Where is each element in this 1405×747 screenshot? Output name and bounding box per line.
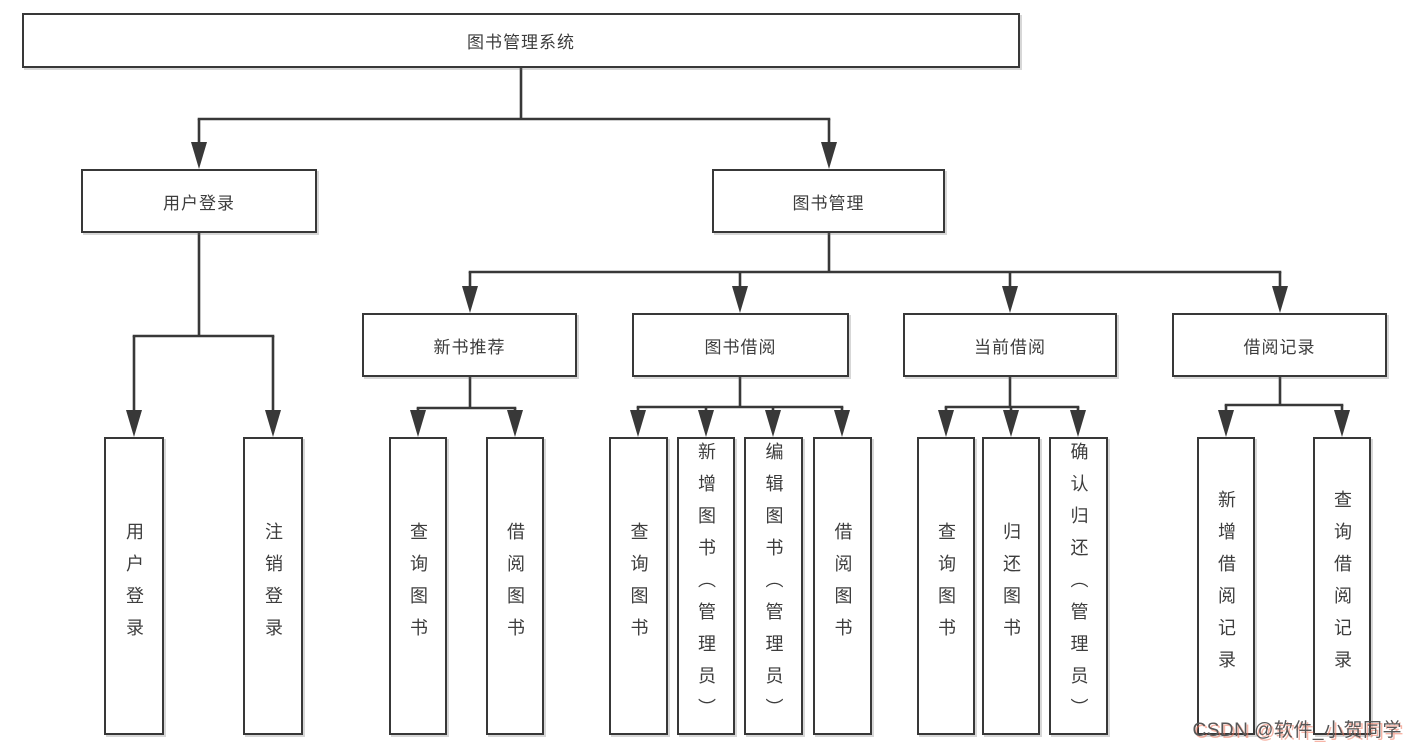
leaf-user-login: 用户登录 xyxy=(104,437,164,735)
leaf-query-book-2: 查询图书 xyxy=(609,437,668,735)
node-new-book-recommend: 新书推荐 xyxy=(362,313,577,377)
node-book-management-label: 图书管理 xyxy=(792,193,865,213)
leaf-add-borrow-record: 新增借阅记录 xyxy=(1197,437,1255,735)
leaf-add-borrow-record-label: 新增借阅记录 xyxy=(1216,490,1236,682)
leaf-edit-book-admin-label: 编辑图书（管理员） xyxy=(763,442,784,730)
leaf-borrow-book-2-label: 借阅图书 xyxy=(832,522,853,650)
leaf-return-book: 归还图书 xyxy=(982,437,1040,735)
leaf-query-book-3-label: 查询图书 xyxy=(936,522,956,650)
node-current-borrow-label: 当前借阅 xyxy=(974,337,1046,357)
leaf-user-login-label: 用户登录 xyxy=(124,522,144,650)
node-root: 图书管理系统 xyxy=(22,13,1020,68)
leaf-confirm-return-admin: 确认归还（管理员） xyxy=(1049,437,1108,735)
node-borrow-record: 借阅记录 xyxy=(1172,313,1387,377)
leaf-logout-label: 注销登录 xyxy=(263,522,283,650)
node-user-login-label: 用户登录 xyxy=(163,193,235,213)
leaf-query-borrow-record-label: 查询借阅记录 xyxy=(1332,490,1352,682)
node-book-borrow-label: 图书借阅 xyxy=(704,337,777,357)
leaf-return-book-label: 归还图书 xyxy=(1001,522,1021,650)
node-book-borrow: 图书借阅 xyxy=(632,313,849,377)
leaf-query-book-2-label: 查询图书 xyxy=(628,522,649,650)
leaf-confirm-return-admin-label: 确认归还（管理员） xyxy=(1068,442,1089,730)
node-root-label: 图书管理系统 xyxy=(467,33,575,52)
leaf-edit-book-admin: 编辑图书（管理员） xyxy=(744,437,803,735)
leaf-query-borrow-record: 查询借阅记录 xyxy=(1313,437,1371,735)
node-borrow-record-label: 借阅记录 xyxy=(1243,337,1316,357)
leaf-borrow-book-2: 借阅图书 xyxy=(813,437,872,735)
csdn-watermark: CSDN @软件_小贺同学 xyxy=(1192,720,1402,741)
leaf-borrow-book-1: 借阅图书 xyxy=(486,437,544,735)
leaf-query-book-3: 查询图书 xyxy=(917,437,975,735)
leaf-borrow-book-1-label: 借阅图书 xyxy=(505,522,525,650)
node-book-management: 图书管理 xyxy=(712,169,945,233)
leaf-add-book-admin-label: 新增图书（管理员） xyxy=(696,442,716,730)
leaf-add-book-admin: 新增图书（管理员） xyxy=(677,437,735,735)
node-user-login: 用户登录 xyxy=(81,169,317,233)
leaf-query-book-1: 查询图书 xyxy=(389,437,447,735)
node-new-book-recommend-label: 新书推荐 xyxy=(433,337,506,357)
node-current-borrow: 当前借阅 xyxy=(903,313,1117,377)
leaf-query-book-1-label: 查询图书 xyxy=(408,522,428,650)
leaf-logout: 注销登录 xyxy=(243,437,303,735)
